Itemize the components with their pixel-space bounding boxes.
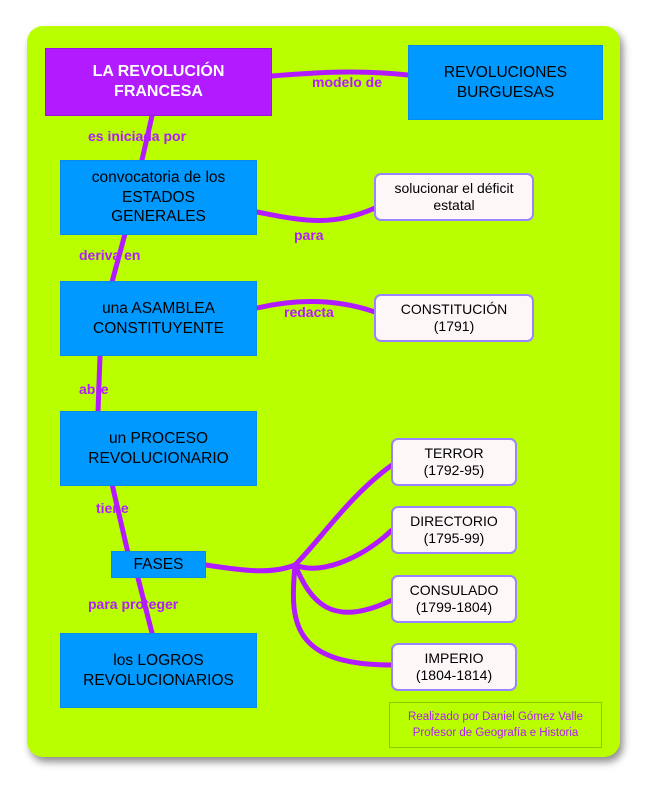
link-label-modelo-de: modelo de [312, 74, 383, 90]
link-line-imperio [290, 562, 395, 668]
credit-line-1: Realizado por Daniel Gómez Valle [408, 710, 583, 723]
link-line-para-proteger [135, 575, 155, 636]
link-label-es-iniciada-por: es iniciada por [88, 128, 187, 144]
link-line-consulado [292, 562, 395, 615]
node-proceso-revolucionario[interactable]: un PROCESO REVOLUCIONARIO [60, 411, 257, 486]
node-directorio[interactable]: DIRECTORIO (1795-99) [391, 506, 517, 554]
node-asamblea-constituyente[interactable]: una ASAMBLEA CONSTITUYENTE [60, 281, 257, 356]
node-label: TERROR (1792-95) [423, 444, 485, 479]
node-consulado[interactable]: CONSULADO (1799-1804) [391, 575, 517, 623]
link-line-modelo-de [269, 69, 411, 79]
link-line-deriva-en [109, 231, 128, 285]
link-line-es-iniciada-por [139, 113, 155, 163]
link-label-abre: abre [79, 381, 109, 397]
node-label: una ASAMBLEA CONSTITUYENTE [93, 300, 224, 337]
link-label-para: para [294, 227, 324, 243]
credit-line-2: Profesor de Geografía e Historia [412, 727, 579, 739]
link-line-abre [95, 353, 103, 415]
node-revolucion-francesa[interactable]: LA REVOLUCIÓN FRANCESA [45, 48, 272, 116]
link-label-tiene: tiene [96, 500, 129, 516]
node-logros-revolucionarios[interactable]: los LOGROS REVOLUCIONARIOS [60, 633, 257, 708]
node-label: CONSULADO (1799-1804) [409, 581, 499, 616]
link-line-para [254, 205, 378, 223]
link-line-redacta [254, 299, 378, 315]
link-line-directorio [292, 527, 395, 571]
link-label-deriva-en: deriva en [79, 247, 141, 263]
node-label: un PROCESO REVOLUCIONARIO [88, 430, 229, 467]
node-label: FASES [133, 555, 184, 573]
node-label: LA REVOLUCIÓN FRANCESA [92, 63, 225, 100]
node-label: DIRECTORIO (1795-99) [410, 512, 498, 547]
node-label: IMPERIO (1804-1814) [415, 649, 493, 684]
node-constitucion[interactable]: CONSTITUCIÓN (1791) [374, 294, 534, 342]
node-terror[interactable]: TERROR (1792-95) [391, 438, 517, 486]
link-line-tiene [109, 481, 131, 556]
node-label: convocatoria de los ESTADOS GENERALES [91, 169, 226, 226]
node-deficit[interactable]: solucionar el déficit estatal [374, 173, 534, 221]
node-estados-generales[interactable]: convocatoria de los ESTADOS GENERALES [60, 160, 257, 235]
node-fases[interactable]: FASES [111, 551, 206, 578]
node-label: CONSTITUCIÓN (1791) [400, 300, 508, 335]
author-credit: Realizado por Daniel Gómez Valle Profeso… [389, 702, 602, 748]
node-imperio[interactable]: IMPERIO (1804-1814) [391, 643, 517, 691]
node-label: REVOLUCIONES BURGUESAS [443, 64, 568, 101]
link-label-redacta: redacta [284, 304, 334, 320]
node-label: los LOGROS REVOLUCIONARIOS [83, 652, 234, 689]
node-label: solucionar el déficit estatal [394, 179, 514, 214]
link-label-para-proteger: para proteger [88, 596, 179, 612]
node-revoluciones-burguesas[interactable]: REVOLUCIONES BURGUESAS [408, 45, 603, 120]
